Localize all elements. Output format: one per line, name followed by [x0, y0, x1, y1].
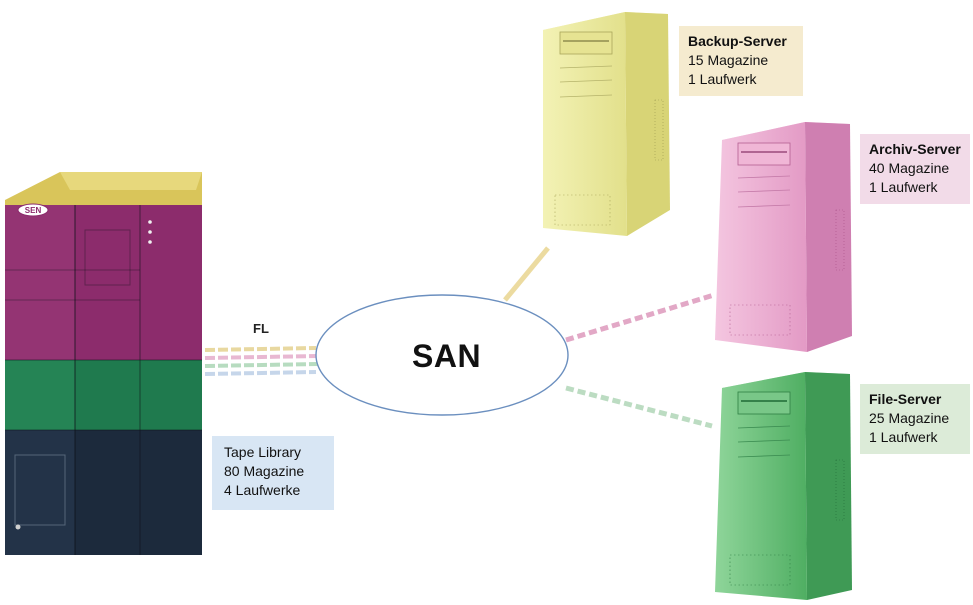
tape-library-unit [5, 172, 202, 555]
archiv-server-tower [715, 122, 852, 352]
archiv-server-link [565, 292, 715, 343]
tape-library-logo: SEN [17, 203, 49, 217]
backup-server-tower [543, 12, 670, 236]
backup-server-drives: 1 Laufwerk [688, 71, 757, 87]
file-server-drives: 1 Laufwerk [869, 429, 938, 445]
file-server-tower [715, 372, 852, 600]
file-server-magazines: 25 Magazine [869, 410, 950, 426]
archiv-server-drives: 1 Laufwerk [869, 179, 938, 195]
archiv-server-label: Archiv-Server 40 Magazine 1 Laufwerk [860, 134, 970, 204]
backup-server-label: Backup-Server 15 Magazine 1 Laufwerk [679, 26, 803, 96]
file-server-name: File-Server [869, 391, 942, 407]
san-label: SAN [412, 338, 482, 374]
backup-server-name: Backup-Server [688, 33, 787, 49]
san-ellipse [315, 294, 569, 416]
archiv-server-name: Archiv-Server [869, 141, 961, 157]
fl-link-label: FL [253, 321, 269, 336]
tape-library-name: Tape Library [224, 444, 302, 460]
tape-library-drives: 4 Laufwerke [224, 482, 301, 498]
backup-server-link [503, 246, 550, 302]
archiv-server-magazines: 40 Magazine [869, 160, 950, 176]
svg-text:SEN: SEN [25, 206, 42, 215]
fl-link-cables [204, 346, 319, 376]
tape-library-magazines: 80 Magazine [224, 463, 305, 479]
backup-server-magazines: 15 Magazine [688, 52, 769, 68]
file-server-link [565, 385, 713, 429]
file-server-label: File-Server 25 Magazine 1 Laufwerk [860, 384, 970, 454]
tape-library-label: Tape Library 80 Magazine 4 Laufwerke [212, 436, 334, 510]
